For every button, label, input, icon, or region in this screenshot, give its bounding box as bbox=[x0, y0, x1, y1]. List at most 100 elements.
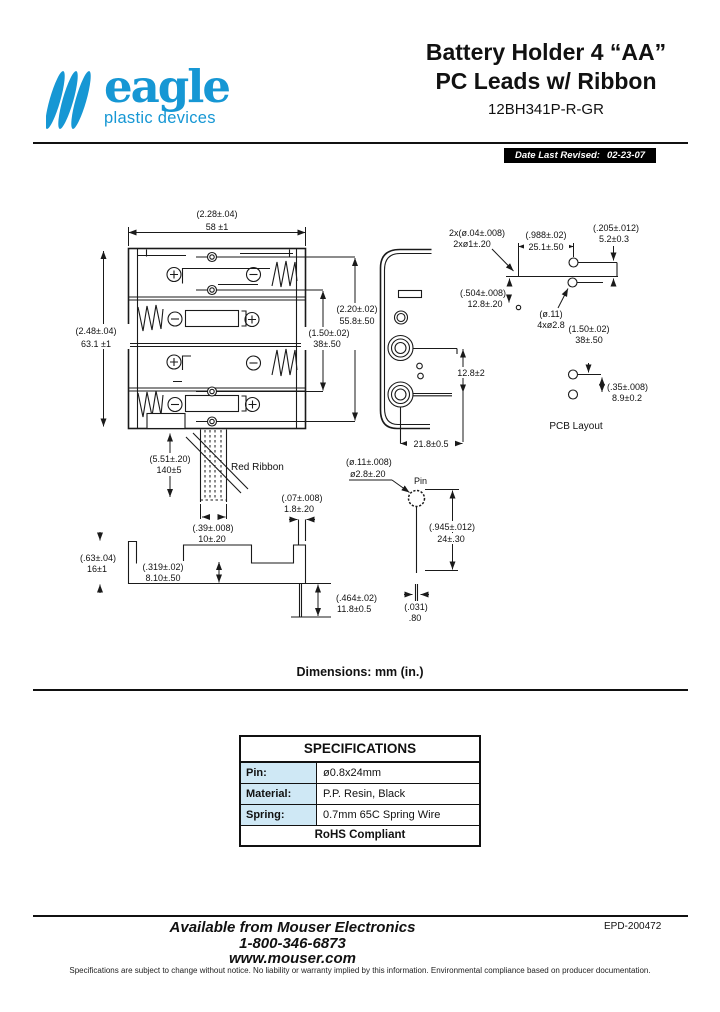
spring-end-bottom bbox=[387, 381, 414, 408]
dim-pcb-depth-in: (.504±.008) bbox=[460, 288, 506, 298]
dim-pin-dia-mm: ø2.8±.20 bbox=[350, 469, 385, 479]
red-ribbon-label: Red Ribbon bbox=[231, 462, 284, 473]
dim-pin-dia-in: (ø.11±.008) bbox=[346, 457, 392, 467]
dim-pcb-vpitch-mm: 38±.50 bbox=[575, 335, 602, 345]
bottom-profile-view: (.63±.04) 16±1 (.319±.02) 8.10±.50 (.07±… bbox=[80, 493, 377, 618]
dim-wall-in: (.07±.008) bbox=[282, 493, 323, 503]
dim-pcb-vpitch-in: (1.50±.02) bbox=[569, 324, 610, 334]
dim-width-in: (2.28±.04) bbox=[197, 209, 238, 219]
dim-wall-mm: 1.8±.20 bbox=[284, 504, 314, 514]
specifications-table: SPECIFICATIONS Pin: ø0.8x24mm Material: … bbox=[239, 735, 481, 847]
disclaimer-text: Specifications are subject to change wit… bbox=[69, 966, 651, 975]
spec-label-spring: Spring: bbox=[241, 805, 317, 825]
dim-pin-drop-mm: 11.8±0.5 bbox=[337, 604, 371, 614]
spring-coil bbox=[271, 260, 298, 288]
dim-ribbon-w-in: (.39±.008) bbox=[193, 523, 234, 533]
dim-pcb-pitch-in: (.988±.02) bbox=[526, 230, 567, 240]
battery-slot-1 bbox=[166, 260, 298, 288]
dim-pcb-lower-in: (.35±.008) bbox=[607, 382, 648, 392]
page-title-line1: Battery Holder 4 “AA” bbox=[425, 39, 667, 65]
battery-slot-2 bbox=[137, 304, 260, 332]
document-number: EPD-200472 bbox=[604, 921, 662, 932]
footer-rule bbox=[33, 915, 688, 917]
dim-pcb-holes-mm: 2xø1±.20 bbox=[453, 239, 490, 249]
eagle-logo: eagle plastic devices bbox=[46, 60, 231, 134]
dim-step-mm: 8.10±.50 bbox=[146, 573, 181, 583]
logo-wordmark: eagle bbox=[104, 60, 231, 113]
middle-rule bbox=[33, 689, 688, 691]
dim-base-h-in: (.63±.04) bbox=[80, 553, 116, 563]
pcb-hole bbox=[567, 389, 579, 400]
revision-badge: Date Last Revised: 02-23-07 bbox=[504, 148, 656, 163]
technical-drawing: (2.28±.04) 58 ±1 (2.48±.04) 63.1 ±1 (2.2… bbox=[64, 209, 648, 623]
dim-pcb-lower-mm: 8.9±0.2 bbox=[612, 393, 642, 403]
rohs-badge: RoHS Compliant bbox=[314, 829, 406, 841]
side-slot bbox=[397, 289, 423, 299]
dim-pin-len-mm: 24±.30 bbox=[437, 534, 464, 544]
spec-label-pin: Pin: bbox=[241, 763, 317, 783]
spec-label-material: Material: bbox=[241, 784, 317, 804]
dim-pin-thick-in: (.031) bbox=[404, 602, 428, 612]
dim-ribbon-w-mm: 10±.20 bbox=[198, 534, 225, 544]
title-block: Battery Holder 4 “AA” PC Leads w/ Ribbon… bbox=[400, 38, 692, 118]
dim-pins-outer-mm: 55.8±.50 bbox=[340, 316, 375, 326]
front-view-dimensions: (2.28±.04) 58 ±1 (2.48±.04) 63.1 ±1 (2.2… bbox=[64, 209, 386, 427]
dim-height-in: (2.48±.04) bbox=[76, 326, 117, 336]
spring-end-top bbox=[387, 334, 414, 362]
mounting-foot bbox=[146, 412, 186, 430]
dim-pins-inner-in: (1.50±.02) bbox=[309, 328, 350, 338]
spec-value-pin: ø0.8x24mm bbox=[323, 767, 382, 779]
table-row: Pin: ø0.8x24mm bbox=[241, 763, 479, 784]
ribbon: (5.51±.20) 140±5 Red Ribbon (.39±.008) 1… bbox=[142, 429, 284, 544]
dim-side-width: 21.8±0.5 bbox=[414, 439, 449, 449]
spring-coil bbox=[271, 348, 298, 377]
revision-date: 02-23-07 bbox=[606, 150, 646, 161]
pcb-hole bbox=[567, 277, 578, 288]
pin-circle bbox=[407, 489, 426, 508]
logo-slashes-icon bbox=[46, 71, 91, 129]
table-row: Spring: 0.7mm 65C Spring Wire bbox=[241, 805, 479, 826]
logo-tagline: plastic devices bbox=[104, 109, 216, 127]
pcb-hole bbox=[567, 369, 579, 380]
dim-pcb-offset-in: (.205±.012) bbox=[593, 223, 639, 233]
pin-detail: (ø.11±.008) ø2.8±.20 Pin (.945±.012) 24±… bbox=[346, 457, 481, 623]
pc-pin-markers bbox=[206, 251, 218, 427]
dim-pcb-offset-mm: 5.2±0.3 bbox=[599, 234, 629, 244]
dim-pcb-depth-mm: 12.8±.20 bbox=[468, 299, 503, 309]
revision-label: Date Last Revised: bbox=[514, 150, 600, 161]
spring-coil bbox=[137, 304, 164, 332]
dim-pcb-pitch-mm: 25.1±.50 bbox=[529, 242, 564, 252]
dim-ribbon-len-in: (5.51±.20) bbox=[150, 454, 191, 464]
spec-value-material: P.P. Resin, Black bbox=[323, 788, 406, 800]
dim-height-mm: 63.1 ±1 bbox=[81, 339, 111, 349]
page-title-line2: PC Leads w/ Ribbon bbox=[435, 68, 657, 94]
dimensions-note: Dimensions: mm (in.) bbox=[296, 665, 424, 679]
spec-table-title: SPECIFICATIONS bbox=[241, 737, 479, 763]
header-rule bbox=[33, 142, 688, 144]
distributor-phone: 1-800-346-6873 bbox=[239, 934, 346, 952]
distributor-name: Available from Mouser Electronics bbox=[169, 919, 416, 936]
dim-pin-len-in: (.945±.012) bbox=[429, 522, 475, 532]
pcb-layout-label: PCB Layout bbox=[549, 421, 603, 432]
distributor-block: Available from Mouser Electronics 1-800-… bbox=[0, 920, 585, 967]
dim-pins-inner-mm: 38±.50 bbox=[313, 339, 340, 349]
spec-value-spring: 0.7mm 65C Spring Wire bbox=[323, 809, 441, 821]
dim-base-h-mm: 16±1 bbox=[87, 564, 107, 574]
side-view: 12.8±2 21.8±0.5 bbox=[379, 248, 492, 449]
part-number: 12BH341P-R-GR bbox=[488, 101, 604, 118]
pcb-layout: 2x(ø.04±.008) 2xø1±.20 (.988±.02) 25.1±.… bbox=[449, 223, 648, 432]
logo-text: eagle plastic devices bbox=[104, 60, 231, 134]
dim-pin-thick-mm: .80 bbox=[409, 613, 422, 623]
dim-width-mm: 58 ±1 bbox=[206, 222, 228, 232]
distributor-website: www.mouser.com bbox=[229, 950, 356, 967]
dim-ribbon-len-mm: 140±5 bbox=[157, 465, 182, 475]
dim-pcb-hole4-mm: 4xø2.8 bbox=[537, 320, 565, 330]
dim-pcb-hole4-in: (ø.11) bbox=[539, 309, 562, 319]
dim-pin-drop-in: (.464±.02) bbox=[336, 593, 377, 603]
battery-slot-3 bbox=[166, 348, 298, 383]
pcb-hole bbox=[568, 257, 579, 268]
pin-label: Pin bbox=[414, 476, 427, 486]
dim-pins-outer-in: (2.20±.02) bbox=[337, 304, 378, 314]
dim-side-pin-gap: 12.8±2 bbox=[457, 368, 484, 378]
